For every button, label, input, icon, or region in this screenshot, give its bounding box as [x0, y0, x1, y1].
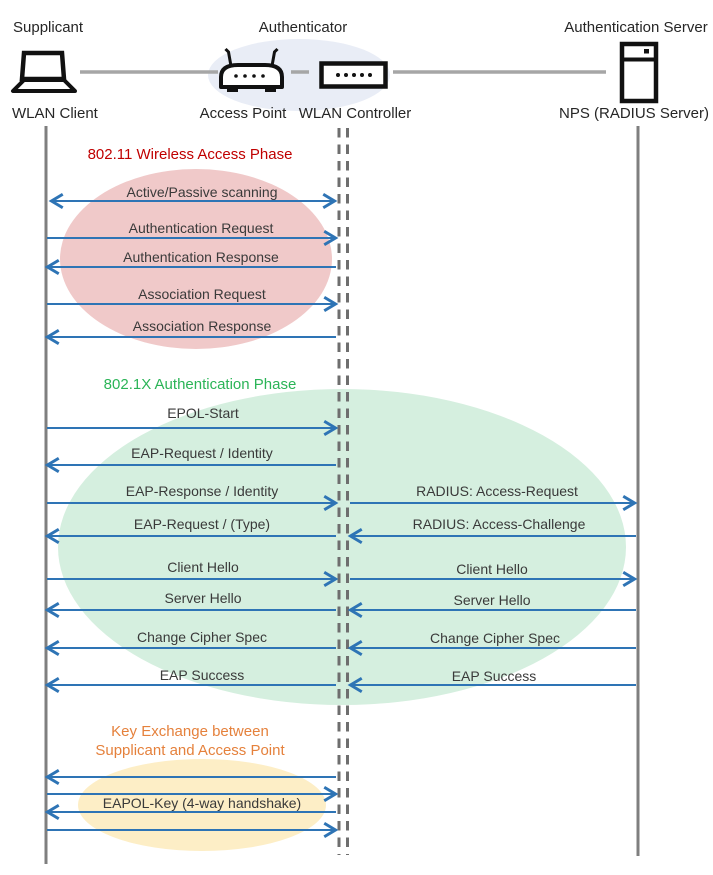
authenticator-role-label: Authenticator — [258, 19, 348, 36]
phase3-title-line2: Supplicant and Access Point — [95, 742, 285, 759]
phase2-title: 802.1X Authentication Phase — [103, 376, 297, 393]
message-arrows — [44, 192, 638, 839]
msg-association-response: Association Response — [132, 318, 272, 334]
supplicant-role-label: Supplicant — [13, 19, 84, 36]
msg-authentication-response: Authentication Response — [123, 249, 279, 265]
nps-radius-server-label: NPS (RADIUS Server) — [558, 105, 710, 122]
laptop-icon — [11, 50, 77, 93]
authenticator-dashed-lifeline — [337, 128, 349, 855]
msg-server-hello-left: Server Hello — [164, 590, 242, 606]
msg-eap-response-identity: EAP-Response / Identity — [125, 483, 279, 499]
authenticator-group-ellipse — [208, 39, 390, 111]
msg-change-cipher-right: Change Cipher Spec — [430, 630, 560, 646]
msg-eap-request-type: EAP-Request / (Type) — [133, 516, 271, 532]
msg-radius-access-request: RADIUS: Access-Request — [416, 483, 578, 499]
msg-eap-request-identity: EAP-Request / Identity — [131, 445, 273, 461]
wlan-controller-label: WLAN Controller — [298, 105, 412, 122]
msg-association-request: Association Request — [138, 286, 266, 302]
access-point-icon — [219, 47, 284, 92]
msg-client-hello-right: Client Hello — [456, 561, 528, 577]
msg-active-passive-scanning: Active/Passive scanning — [126, 184, 278, 200]
msg-server-hello-right: Server Hello — [453, 592, 531, 608]
msg-eapol-key-handshake: EAPOL-Key (4-way handshake) — [102, 795, 302, 811]
phase1-title: 802.11 Wireless Access Phase — [87, 146, 293, 163]
server-role-label: Authentication Server — [564, 19, 708, 36]
msg-client-hello-left: Client Hello — [167, 559, 239, 575]
server-icon — [619, 41, 659, 104]
phase2-ellipse — [58, 389, 626, 705]
msg-radius-access-challenge: RADIUS: Access-Challenge — [412, 516, 586, 532]
phase3-ellipse — [78, 759, 326, 851]
wlan-client-label: WLAN Client — [12, 105, 98, 122]
msg-eap-success-right: EAP Success — [451, 668, 537, 684]
access-point-label: Access Point — [199, 105, 287, 122]
wlan-controller-icon — [319, 61, 388, 89]
msg-change-cipher-left: Change Cipher Spec — [137, 629, 267, 645]
phase3-title-line1: Key Exchange between — [111, 723, 269, 740]
msg-epol-start: EPOL-Start — [167, 405, 239, 421]
msg-eap-success-left: EAP Success — [159, 667, 245, 683]
msg-authentication-request: Authentication Request — [128, 220, 274, 236]
